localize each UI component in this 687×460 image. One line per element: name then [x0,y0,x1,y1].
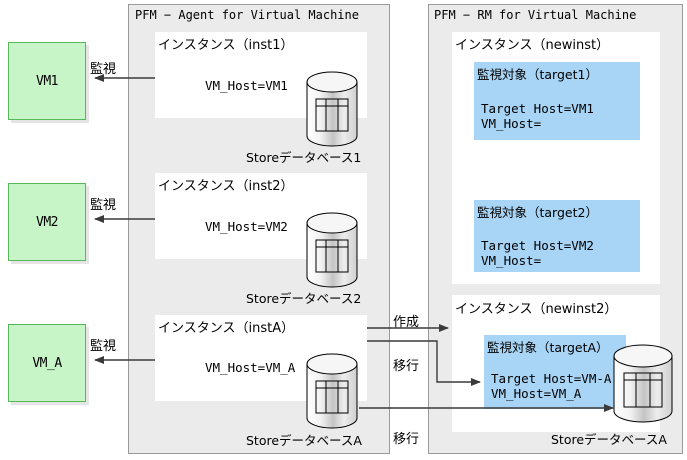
store-db-cylinder-1 [305,70,359,148]
flow-label-migrate-store: 移行 [393,432,420,447]
target-title-target1: 監視対象（target1） [477,67,598,82]
vm-box-vm2: VM2 [8,183,86,261]
instance-attr-inst2: VM_Host=VM2 [205,219,288,234]
vm-label-vm2: VM2 [36,214,58,230]
store-db-cylinder-A [305,352,359,430]
vm-box-vm1: VM1 [8,42,86,120]
target-box-target1 [474,62,640,140]
panel-rm-title: PFM − RM for Virtual Machine [434,8,637,22]
instance-title-inst1: インスタンス（inst1） [158,38,294,53]
flow-label-migrate-instance: 移行 [393,359,420,374]
instance-title-newinst2: インスタンス（newinst2） [455,302,618,317]
flow-label-create: 作成 [393,315,420,330]
store-db-cylinder-rm-A [612,344,674,424]
vm-label-vm1: VM1 [36,73,58,89]
instance-title-instA: インスタンス（instA） [158,321,295,336]
instance-title-newinst: インスタンス（newinst） [455,38,610,53]
target-title-targetA: 監視対象（targetA） [487,340,609,355]
target-attr-target1-line1: Target Host=VM1 [481,101,594,116]
store-db-caption-A: StoreデータベースA [246,433,362,448]
store-db-caption-rm-A: StoreデータベースA [551,432,667,447]
panel-agent-title: PFM − Agent for Virtual Machine [135,8,359,22]
instance-attr-instA: VM_Host=VM_A [205,360,296,375]
monitor-label-vm2: 監視 [90,198,117,213]
monitor-label-vm1: 監視 [90,62,117,77]
target-box-targetA [484,335,626,409]
target-attr-targetA-line1: Target Host=VM-A [491,371,612,386]
store-db-cylinder-2 [305,211,359,289]
target-box-target2 [474,200,640,272]
vm-label-vma: VM_A [32,355,62,371]
instance-attr-inst1: VM_Host=VM1 [205,78,288,93]
monitor-label-vma: 監視 [90,339,117,354]
target-attr-target2-line2: VM_Host= [481,253,542,268]
store-db-caption-1: Storeデータベース1 [246,150,362,165]
instance-title-inst2: インスタンス（inst2） [158,179,294,194]
store-db-caption-2: Storeデータベース2 [246,291,362,306]
target-attr-target2-line1: Target Host=VM2 [481,238,594,253]
vm-box-vma: VM_A [8,324,86,402]
target-attr-target1-line2: VM_Host= [481,116,542,131]
target-attr-targetA-line2: VM_Host=VM_A [491,386,582,401]
target-title-target2: 監視対象（target2） [477,205,598,220]
